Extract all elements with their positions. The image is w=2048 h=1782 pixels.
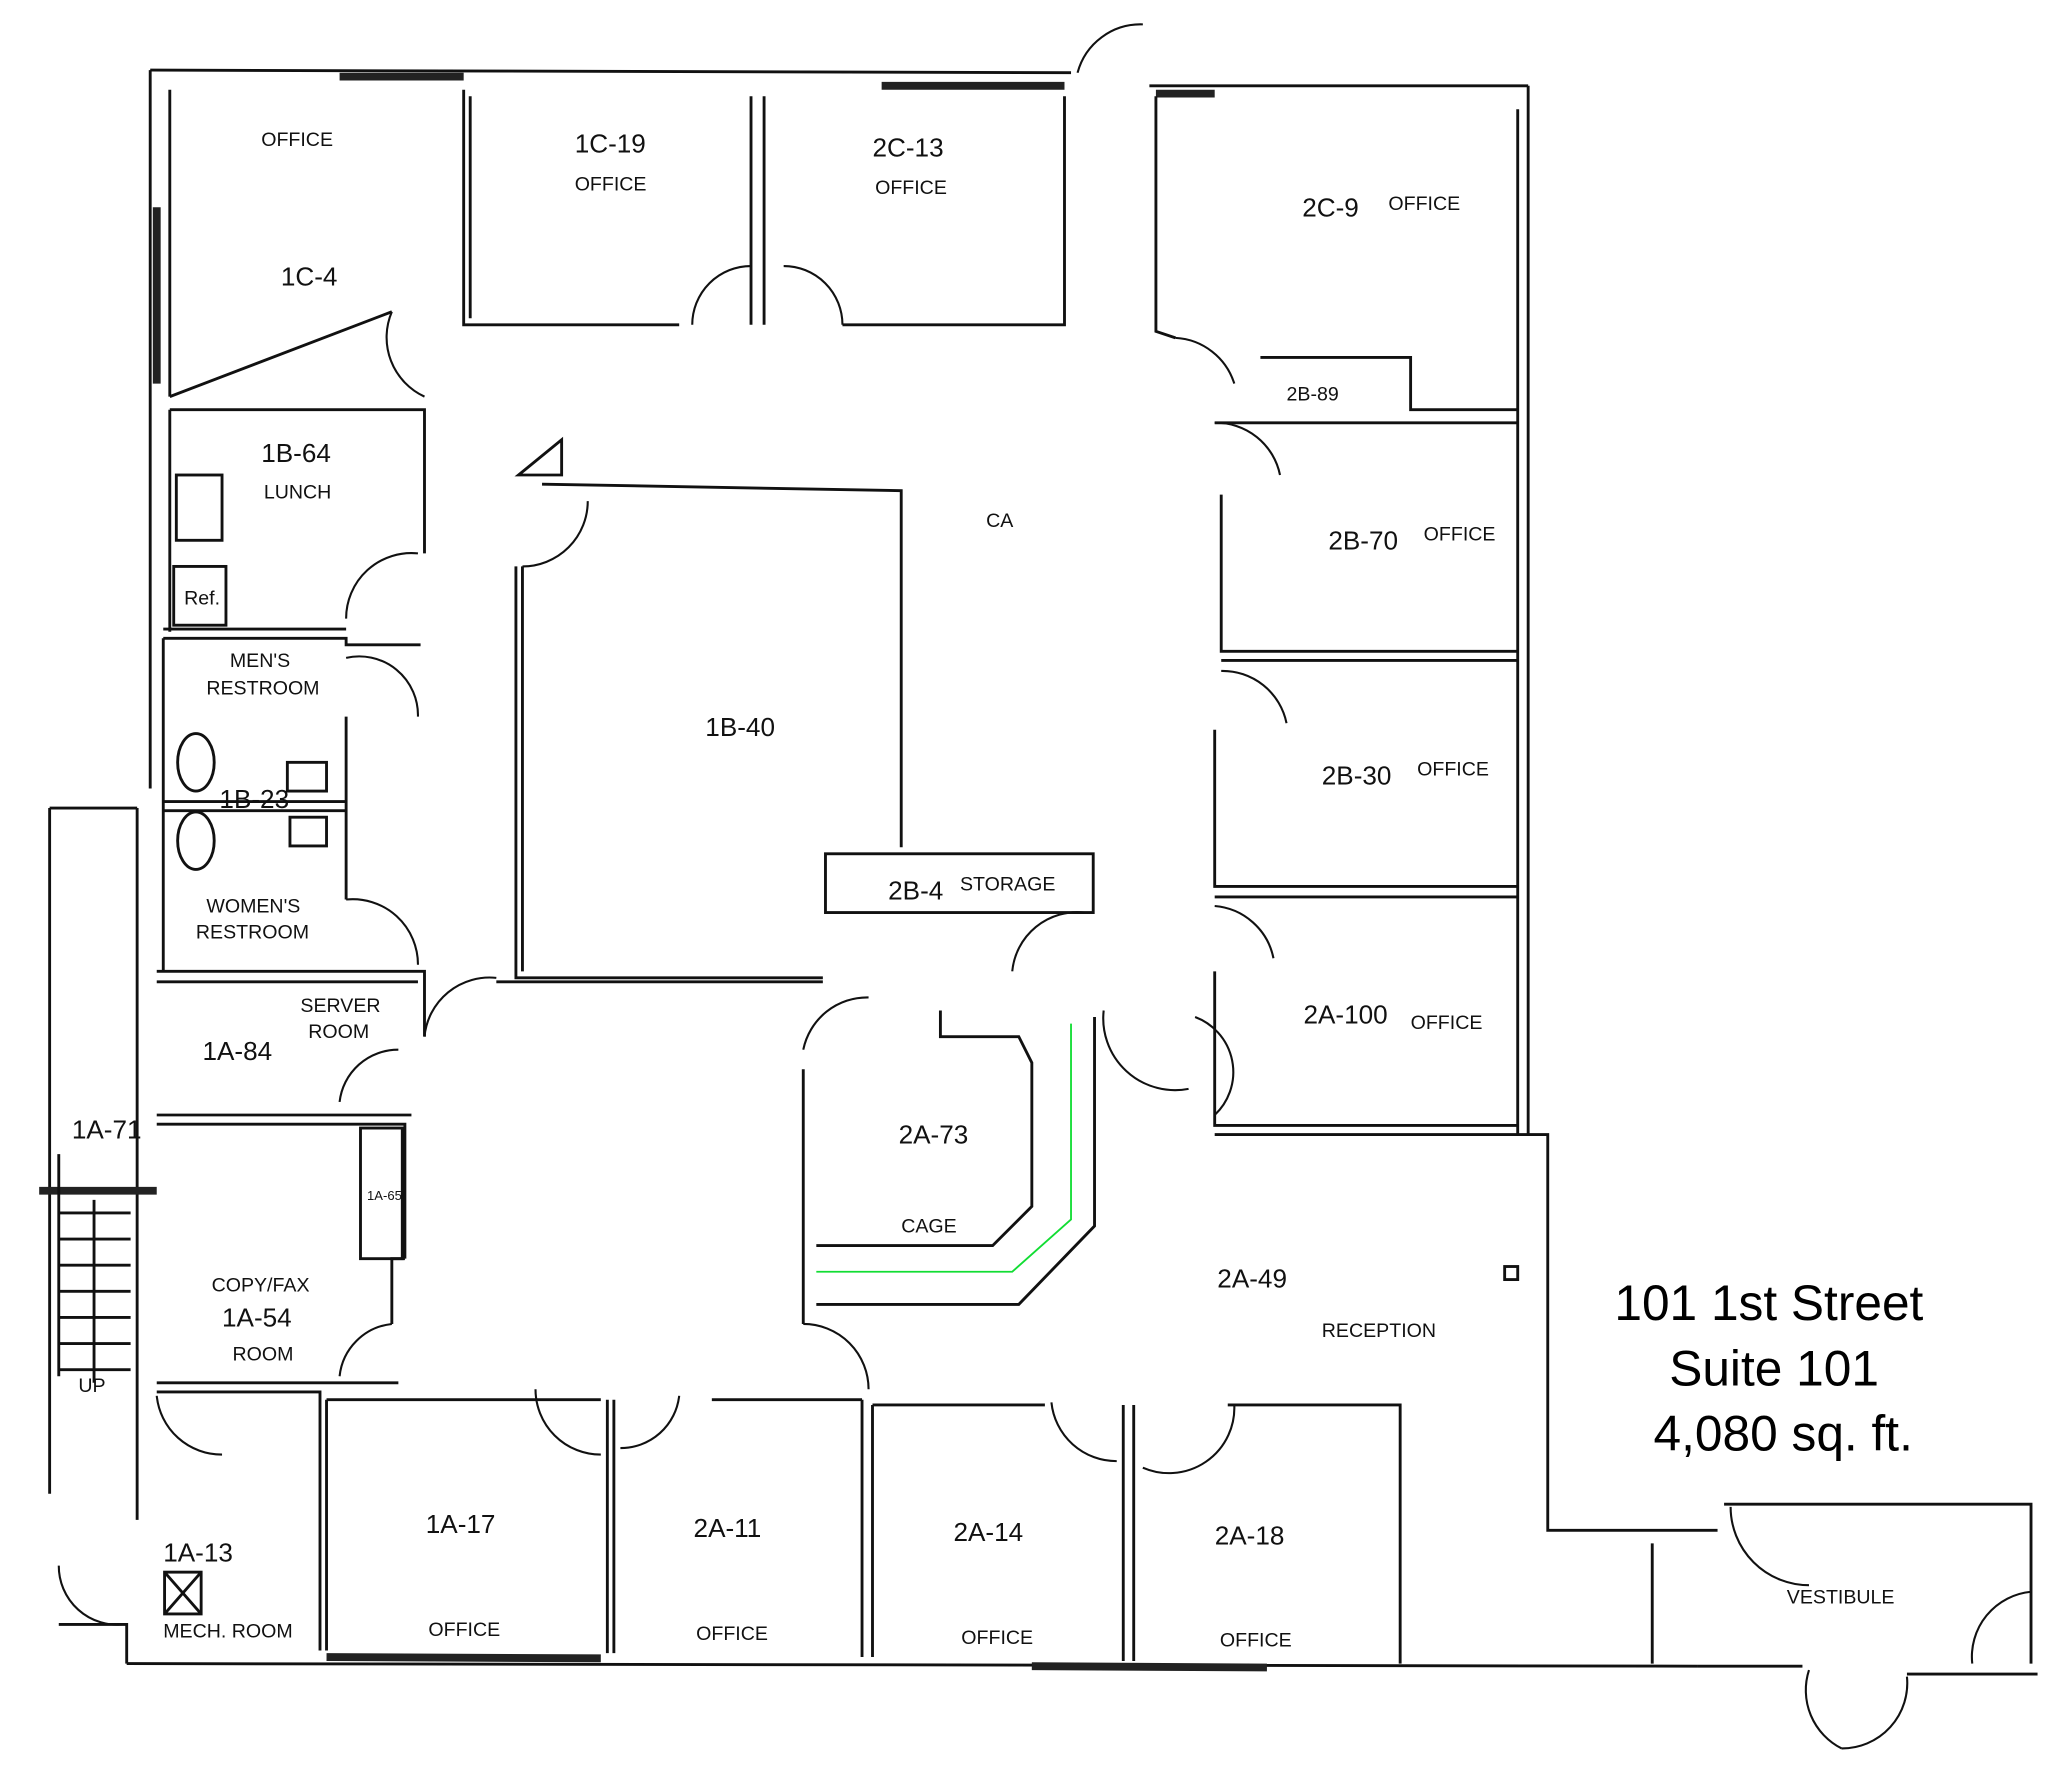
stair-up-label: UP (78, 1375, 105, 1397)
womens-restroom-label: WOMEN'S (206, 896, 300, 918)
room-ca-label: CA (986, 510, 1014, 532)
room-1c19-number: 1C-19 (575, 128, 646, 158)
room-2a14-name: OFFICE (961, 1627, 1033, 1649)
server-room-label: SERVER (300, 995, 380, 1017)
room-1a65-number: 1A-65 (367, 1188, 402, 1203)
room-1c19-name: OFFICE (575, 173, 647, 195)
mens-restroom-label: MEN'S (230, 650, 290, 672)
stair-treads (39, 1154, 157, 1383)
womens-restroom-label-2: RESTROOM (196, 922, 309, 944)
room-2a100-name: OFFICE (1411, 1012, 1483, 1034)
address-block: 101 1st Street Suite 101 4,080 sq. ft. (1614, 1275, 1923, 1462)
room-1c4-number: 1C-4 (281, 262, 338, 292)
room-2b30-number: 2B-30 (1322, 761, 1392, 791)
room-2a18-name: OFFICE (1220, 1630, 1292, 1652)
address-suite: Suite 101 (1669, 1340, 1879, 1396)
room-2c13-number: 2C-13 (872, 132, 943, 162)
room-2a73-name: CAGE (901, 1216, 956, 1238)
room-2a18-number: 2A-18 (1215, 1521, 1285, 1551)
copy-fax-label: COPY/FAX (212, 1274, 310, 1296)
room-1a71-number: 1A-71 (72, 1115, 142, 1145)
copy-fax-label-2: ROOM (232, 1344, 293, 1366)
room-2c9-number: 2C-9 (1302, 192, 1359, 222)
room-2a49-number: 2A-49 (1217, 1263, 1287, 1293)
room-2b4-number: 2B-4 (888, 875, 943, 905)
room-2b89-number: 2B-89 (1287, 384, 1339, 406)
room-1a54-number: 1A-54 (222, 1303, 292, 1333)
room-1a13-name: MECH. ROOM (163, 1620, 292, 1642)
door-swings (57, 23, 2032, 1750)
room-1b64-number: 1B-64 (261, 438, 331, 468)
walls (39, 68, 2038, 1676)
room-labels: OFFICE 1C-4 1C-19 OFFICE 2C-13 OFFICE 2C… (72, 128, 1895, 1651)
server-room-label-2: ROOM (308, 1021, 369, 1043)
room-1b40-number: 1B-40 (705, 712, 775, 742)
room-2a100-number: 2A-100 (1304, 1000, 1388, 1030)
room-1a13-number: 1A-13 (163, 1538, 233, 1568)
room-2b4-name: STORAGE (960, 873, 1055, 895)
refrigerator-label: Ref. (184, 587, 220, 609)
room-1b64-name: LUNCH (264, 482, 331, 504)
room-1a17-name: OFFICE (428, 1619, 500, 1641)
vestibule-label: VESTIBULE (1787, 1586, 1895, 1608)
mens-restroom-label-2: RESTROOM (206, 677, 319, 699)
room-2c9-name: OFFICE (1388, 193, 1460, 215)
room-2b70-number: 2B-70 (1328, 525, 1398, 555)
room-2a14-number: 2A-14 (953, 1517, 1023, 1547)
room-2a73-number: 2A-73 (899, 1120, 969, 1150)
address-area: 4,080 sq. ft. (1654, 1406, 1913, 1462)
room-1a84-number: 1A-84 (202, 1036, 272, 1066)
room-2b30-name: OFFICE (1417, 758, 1489, 780)
room-2b70-name: OFFICE (1424, 523, 1496, 545)
room-2a49-name: RECEPTION (1322, 1320, 1436, 1342)
room-2a11-name: OFFICE (696, 1623, 768, 1645)
room-2c13-name: OFFICE (875, 177, 947, 199)
room-1a17-number: 1A-17 (426, 1509, 496, 1539)
room-1c4-name: OFFICE (261, 129, 333, 151)
address-street: 101 1st Street (1614, 1275, 1923, 1331)
room-1b23-number: 1B-23 (219, 784, 289, 814)
room-2a11-number: 2A-11 (694, 1513, 762, 1543)
